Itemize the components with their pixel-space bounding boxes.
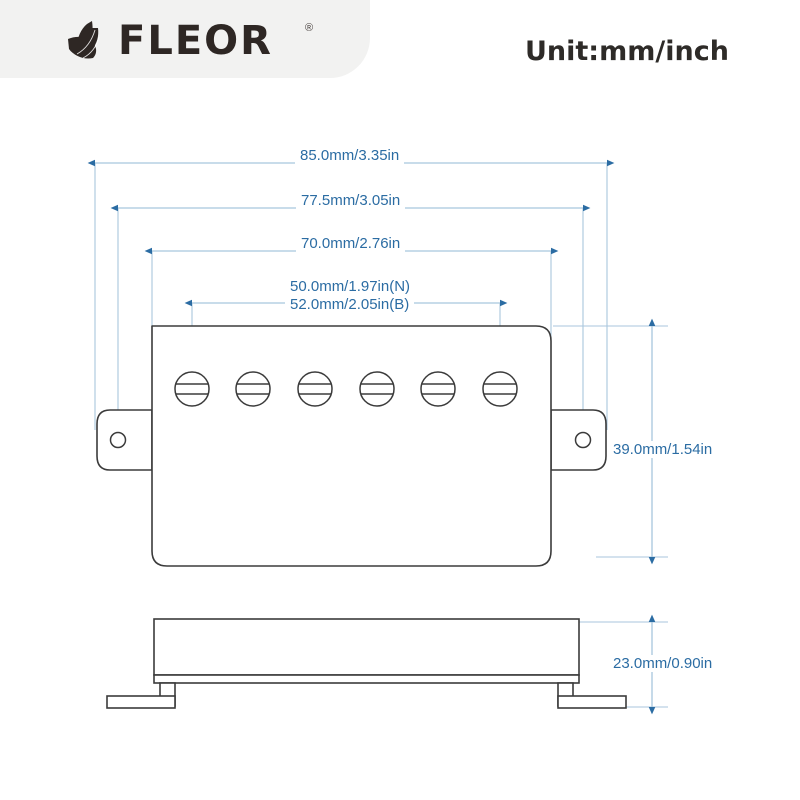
pole-pieces [174,371,518,407]
brand-header-band: FLEOR ® [0,0,370,78]
side-body-block [153,618,580,676]
pole-piece [297,371,333,407]
side-foot-left [106,695,176,709]
unit-label: Unit:mm/inch [525,36,729,67]
pole-piece [359,371,395,407]
pole-piece [235,371,271,407]
dim-label-mounting-hole-span: 77.5mm/3.05in [296,192,406,209]
pickup-cover-outline [151,325,552,567]
pickup-top-view [96,325,607,567]
mounting-hole-left [109,431,127,449]
dim-label-pole-spacing-bridge: 52.0mm/2.05in(B) [285,296,415,314]
mounting-hole-right [574,431,592,449]
pole-piece [420,371,456,407]
side-foot-right [557,695,627,709]
pole-piece [482,371,518,407]
leaf-logo-icon [62,18,107,63]
dim-label-overall-height: 23.0mm/0.90in [608,655,718,672]
mounting-holes [109,431,592,449]
dim-label-overall-width: 85.0mm/3.35in [295,147,405,164]
dim-label-overall-depth: 39.0mm/1.54in [608,441,718,458]
registered-trademark-icon: ® [305,22,314,34]
brand-wordmark: FLEOR [118,18,273,64]
side-baseplate [153,674,580,684]
pickup-side-view [106,618,627,709]
dim-label-cover-width: 70.0mm/2.76in [296,235,406,252]
dim-label-pole-spacing-neck: 50.0mm/1.97in(N) [285,278,416,296]
pole-piece [174,371,210,407]
